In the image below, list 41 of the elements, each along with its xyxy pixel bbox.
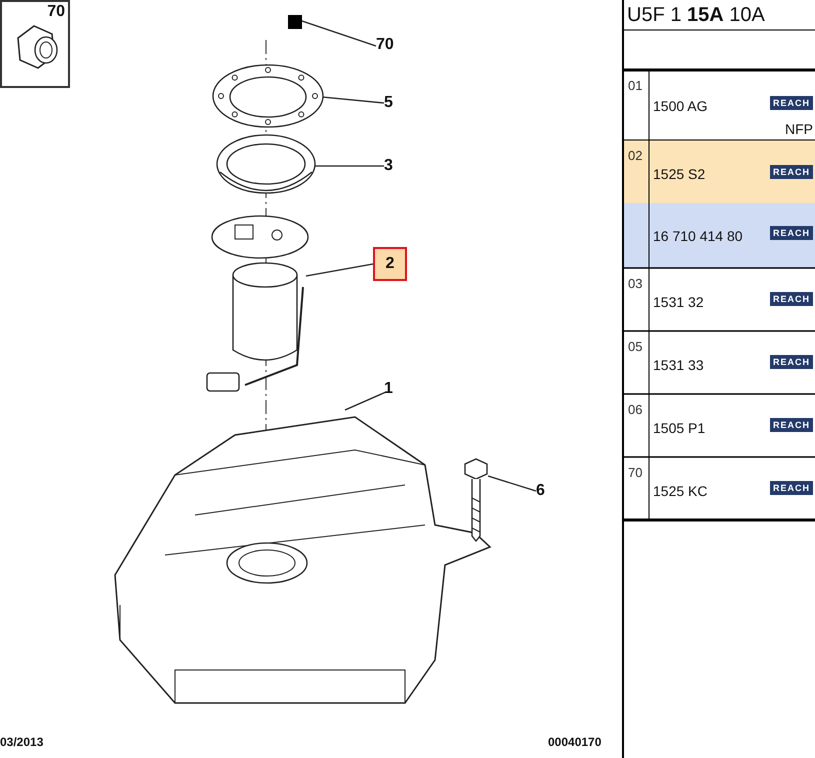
inset-box — [0, 0, 70, 88]
callout-number: 3 — [384, 157, 398, 175]
reach-badge: REACH — [770, 226, 814, 240]
bolt-drawing — [462, 458, 490, 542]
reach-badge: REACH — [770, 481, 814, 495]
note-text: NFP — [785, 121, 813, 137]
part-number: 1505 P1 — [653, 420, 706, 436]
leader-line — [322, 96, 384, 104]
row-number: 70 — [628, 465, 642, 480]
row-number: 06 — [628, 402, 642, 417]
reach-badge: REACH — [770, 355, 814, 369]
part-number: 1525 KC — [653, 483, 708, 499]
callout-number: 70 — [376, 36, 398, 54]
part-number: 1531 33 — [653, 357, 704, 373]
callout-number: 70 — [47, 3, 65, 21]
reach-badge: REACH — [770, 96, 814, 110]
reach-badge: REACH — [770, 418, 814, 432]
row-number: 03 — [628, 276, 642, 291]
part-number: 16 710 414 80 — [653, 228, 743, 244]
reach-badge: REACH — [770, 165, 814, 179]
callout-number: 5 — [384, 94, 398, 112]
footer-text: 03/2013 — [0, 735, 44, 749]
engine-code-heading: U5F 1 15A 10A — [627, 4, 765, 27]
leader-line — [315, 165, 384, 167]
flange-ring-drawing — [212, 64, 324, 130]
row-number: 05 — [628, 339, 642, 354]
part-number: 1531 32 — [653, 294, 704, 310]
callout-number: 6 — [536, 482, 550, 500]
leader-line — [488, 475, 536, 492]
part-number: 1500 AG — [653, 98, 708, 114]
part-number: 1525 S2 — [653, 166, 706, 182]
footer-text: 00040170 — [548, 735, 602, 749]
marker-square — [288, 15, 302, 29]
row-number: 01 — [628, 78, 642, 93]
reach-badge: REACH — [770, 292, 814, 306]
callout-number: 1 — [384, 380, 396, 398]
row-number: 02 — [628, 148, 642, 163]
leader-line — [302, 20, 376, 47]
leader-line — [344, 391, 386, 411]
callout-number: 2 — [373, 247, 407, 281]
leader-line — [306, 263, 374, 277]
